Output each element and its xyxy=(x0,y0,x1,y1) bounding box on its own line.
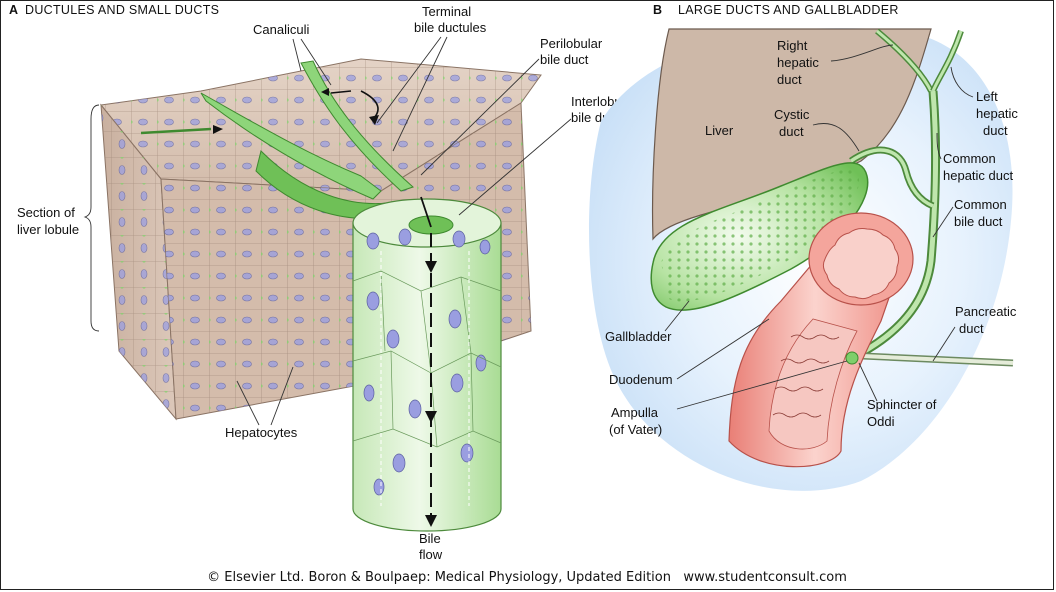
label-common-hepatic-2: hepatic duct xyxy=(943,168,1013,183)
label-sphincter-2: Oddi xyxy=(867,414,895,429)
label-sphincter-1: Sphincter of xyxy=(867,397,937,412)
label-cystic-2: duct xyxy=(779,124,804,139)
bile-duct-diagram: A DUCTULES AND SMALL DUCTS xyxy=(1,1,1055,569)
label-terminal-bile-ductules-1: Terminal xyxy=(422,4,471,19)
label-left-hepatic-3: duct xyxy=(983,123,1008,138)
label-right-hepatic-1: Right xyxy=(777,38,808,53)
label-terminal-bile-ductules-2: bile ductules xyxy=(414,20,487,35)
panel-a: A DUCTULES AND SMALL DUCTS xyxy=(9,3,637,562)
label-section-of: Section of xyxy=(17,205,75,220)
label-liver: Liver xyxy=(705,123,734,138)
label-ampulla-2: (of Vater) xyxy=(609,422,662,437)
panel-b-title: LARGE DUCTS AND GALLBLADDER xyxy=(678,3,899,17)
label-duodenum: Duodenum xyxy=(609,372,673,387)
label-right-hepatic-3: duct xyxy=(777,72,802,87)
label-perilobular-2: bile duct xyxy=(540,52,589,67)
label-perilobular-1: Perilobular xyxy=(540,36,603,51)
label-gallbladder: Gallbladder xyxy=(605,329,672,344)
label-bile-flow-2: flow xyxy=(419,547,443,562)
label-liver-lobule: liver lobule xyxy=(17,222,79,237)
panel-b: B LARGE DUCTS AND GALLBLADDER xyxy=(589,3,1018,491)
lobule-bracket xyxy=(85,105,99,331)
label-pancreatic-1: Pancreatic xyxy=(955,304,1017,319)
label-hepatocytes: Hepatocytes xyxy=(225,425,298,440)
label-common-bile-1: Common xyxy=(954,197,1007,212)
copyright-footer: © Elsevier Ltd. Boron & Boulpaep: Medica… xyxy=(1,570,1053,585)
label-ampulla-1: Ampulla xyxy=(611,405,659,420)
label-common-bile-2: bile duct xyxy=(954,214,1003,229)
label-pancreatic-2: duct xyxy=(959,321,984,336)
panel-a-title: DUCTULES AND SMALL DUCTS xyxy=(25,3,219,17)
label-cystic-1: Cystic xyxy=(774,107,810,122)
label-left-hepatic-1: Left xyxy=(976,89,998,104)
label-bile-flow-1: Bile xyxy=(419,531,441,546)
label-canaliculi: Canaliculi xyxy=(253,22,309,37)
label-left-hepatic-2: hepatic xyxy=(976,106,1018,121)
label-common-hepatic-1: Common xyxy=(943,151,996,166)
panel-b-letter: B xyxy=(653,3,662,17)
panel-a-letter: A xyxy=(9,3,18,17)
interlobular-duct-cylinder xyxy=(353,197,501,531)
label-right-hepatic-2: hepatic xyxy=(777,55,819,70)
